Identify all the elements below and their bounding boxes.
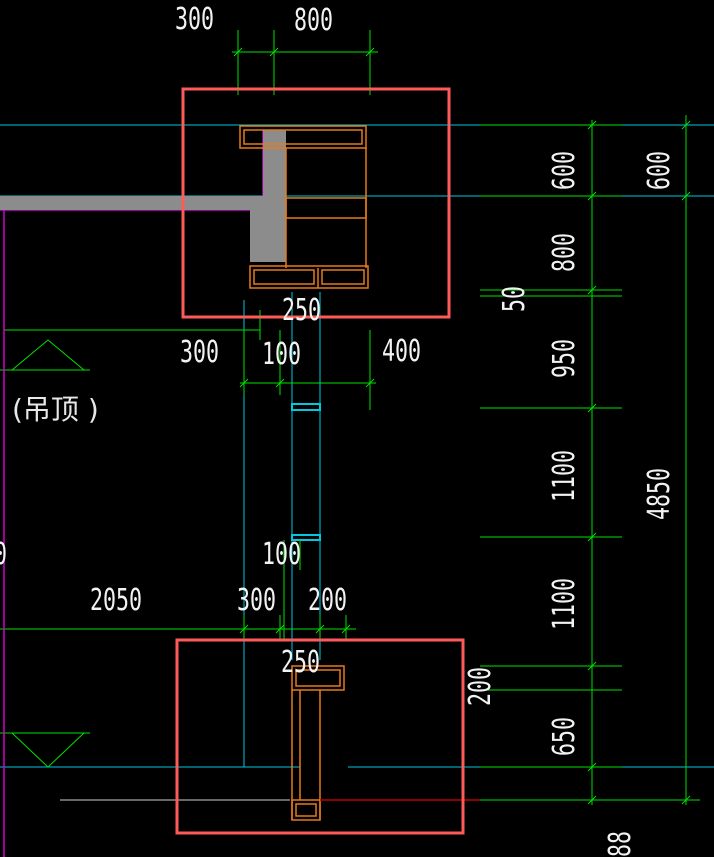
dim-tick-r7	[587, 762, 597, 772]
dim-text-left-edge: 0	[0, 540, 7, 570]
window-frame-cap-lower-inner	[295, 669, 341, 687]
window-sash-bottom	[291, 534, 321, 541]
dim-text-lower-marker: 250	[281, 645, 321, 680]
dim-tick-top-2	[269, 47, 279, 57]
dim-text-top-left: 300	[175, 2, 215, 37]
dim-tick-lower-1	[239, 624, 249, 634]
dim-tick-r1	[587, 120, 597, 130]
window-sill-lower-inner	[295, 803, 317, 817]
wall-panel-mid	[285, 197, 367, 219]
elevation-triangle-icon	[11, 339, 85, 371]
window-sill-lower	[291, 799, 321, 821]
ceiling-note: (吊顶 )	[12, 393, 99, 426]
dim-tick-r8	[587, 795, 597, 805]
wall-panel-bottom-left	[253, 269, 315, 285]
wall-panel-bottom-right	[321, 269, 365, 285]
dim-tick-r6	[587, 661, 597, 671]
highlight-box-lower	[175, 638, 465, 835]
dim-tick-mid-3	[365, 378, 375, 388]
dim-tick-top-3	[365, 47, 375, 57]
dim-tick-r11	[681, 795, 691, 805]
wall-panel-top	[239, 125, 367, 149]
dim-text-upper-marker: 250	[282, 293, 322, 328]
dim-text-v-4850: 4850	[642, 467, 677, 520]
dim-text-v-1100-b: 1100	[547, 577, 582, 630]
dim-text-v-50: 50	[497, 285, 532, 312]
window-sash-top	[291, 403, 321, 411]
dim-tick-lower-2	[275, 624, 285, 634]
dim-text-v-950: 950	[547, 338, 582, 378]
dim-tick-r10	[681, 191, 691, 201]
dim-text-bottom-c: 200	[308, 583, 348, 618]
dim-tick-mid-2	[275, 378, 285, 388]
dim-text-bottom-b: 300	[237, 583, 277, 618]
dim-text-bottom-a: 2050	[90, 583, 143, 618]
dim-tick-top-1	[233, 47, 243, 57]
dim-text-v-650: 650	[547, 716, 582, 756]
dim-text-v-1100-a: 1100	[547, 449, 582, 502]
wall-panel-top-inner	[243, 129, 363, 145]
dim-tick-lower-3	[315, 624, 325, 634]
dim-tick-r4	[587, 403, 597, 413]
dim-text-mid-left: 300	[180, 335, 220, 370]
dim-text-lower-center: 100	[262, 537, 302, 572]
elevation-triangle-icon	[11, 732, 85, 768]
dim-text-top-right: 800	[294, 3, 334, 38]
dim-text-mid-right: 400	[382, 334, 422, 369]
highlight-box-upper	[181, 87, 451, 319]
concrete-beam-section	[0, 130, 286, 262]
dim-tick-r9	[681, 120, 691, 130]
dim-tick-lower-4	[341, 624, 351, 634]
dim-text-v-88: 88	[603, 830, 638, 857]
window-frame-cap-lower	[291, 665, 345, 691]
dim-text-v-600-b: 600	[642, 150, 677, 190]
dim-tick-r2	[587, 191, 597, 201]
dim-tick-r5	[587, 532, 597, 542]
wall-panel-bottom	[249, 265, 369, 289]
dim-text-v-800: 800	[547, 232, 582, 272]
dim-text-v-200: 200	[463, 666, 498, 706]
dim-text-mid-center: 100	[262, 337, 302, 372]
dim-tick-mid-1	[239, 378, 249, 388]
dim-text-v-600-a: 600	[547, 150, 582, 190]
dim-tick-r3	[587, 285, 597, 295]
